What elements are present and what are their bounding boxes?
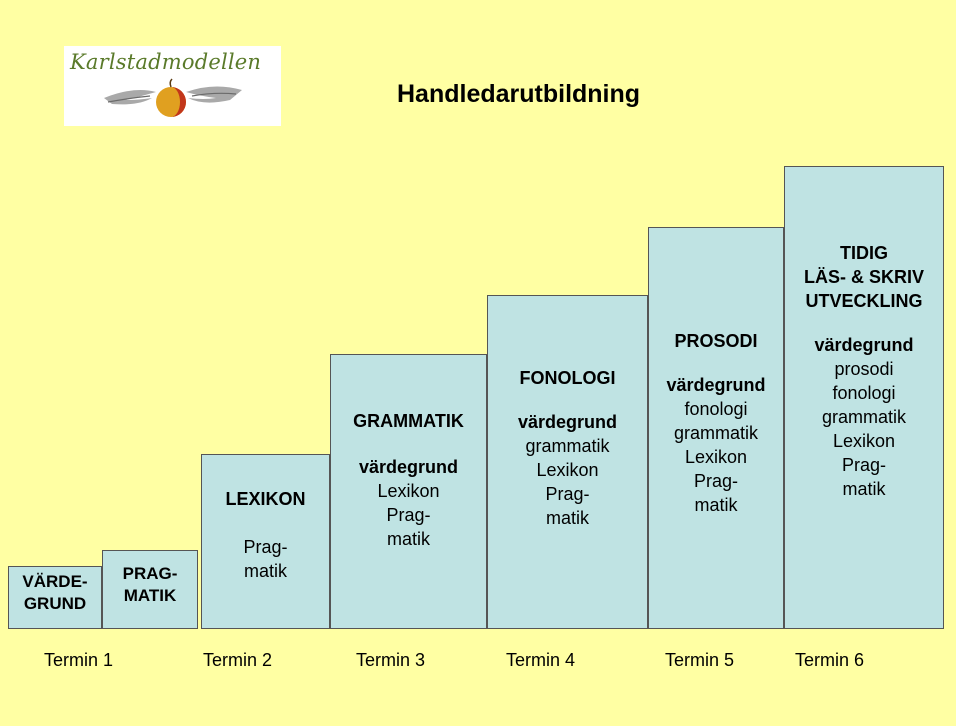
step-tidig-las-och-skrivutveckling: TIDIG LÄS- & SKRIV UTVECKLING värdegrund… [784,166,944,629]
step-label: GRUND [23,594,87,613]
step-label: fonologi [832,383,896,403]
step-label: matik [694,495,738,515]
step-pragmatik: PRAG- MATIK [102,550,198,629]
term-label-2: Termin 2 [203,650,273,670]
step-label: GRAMMATIK [353,411,464,431]
step-label: PRAG- [122,564,178,583]
step-label: MATIK [123,586,177,605]
step-label: Lexikon [832,431,896,451]
step-label: matik [386,529,430,549]
step-label: värdegrund [517,412,618,432]
step-label: Lexikon [377,481,440,501]
step-label: Lexikon [684,447,748,467]
step-label: LEXIKON [225,489,306,509]
step-label: värdegrund [358,457,459,477]
step-label: värdegrund [666,375,766,395]
step-label: matik [545,508,589,528]
step-prosodi: PROSODI värdegrund fonologi grammatik Le… [648,227,784,629]
step-label: fonologi [684,399,748,419]
step-label: Prag- [841,455,886,475]
step-label: Lexikon [536,460,599,480]
step-label: prosodi [834,359,894,379]
step-label: Prag- [386,505,431,525]
step-label: Prag- [243,537,288,557]
step-lexikon: LEXIKON Prag- matik [201,454,330,629]
step-grammatik: GRAMMATIK värdegrund Lexikon Prag- matik [330,354,487,629]
step-label: UTVECKLING [805,291,923,311]
step-label: grammatik [821,407,906,427]
step-vardegrund: VÄRDE- GRUND [8,566,102,629]
term-label-3: Termin 3 [356,650,426,670]
step-label: matik [842,479,886,499]
term-label-5: Termin 5 [665,650,735,670]
winged-apple-icon [104,78,242,117]
step-label: Prag- [545,484,590,504]
logo-text: Karlstadmodellen [70,50,262,74]
step-label: matik [243,561,287,581]
step-label: FONOLOGI [519,368,616,388]
step-label: grammatik [525,436,610,456]
step-label: LÄS- & SKRIV [803,267,924,287]
term-label-1: Termin 1 [44,650,114,670]
page-title: Handledarutbildning [397,80,641,108]
step-label: värdegrund [814,335,914,355]
step-label: grammatik [673,423,758,443]
step-fonologi: FONOLOGI värdegrund grammatik Lexikon Pr… [487,295,648,629]
step-label: TIDIG [840,243,888,263]
step-label: VÄRDE- [22,572,88,591]
term-label-6: Termin 6 [795,650,865,670]
term-label-4: Termin 4 [506,650,576,670]
karlstadmodellen-logo: Karlstadmodellen [64,46,281,126]
step-label: Prag- [693,471,738,491]
step-label: PROSODI [674,331,758,351]
